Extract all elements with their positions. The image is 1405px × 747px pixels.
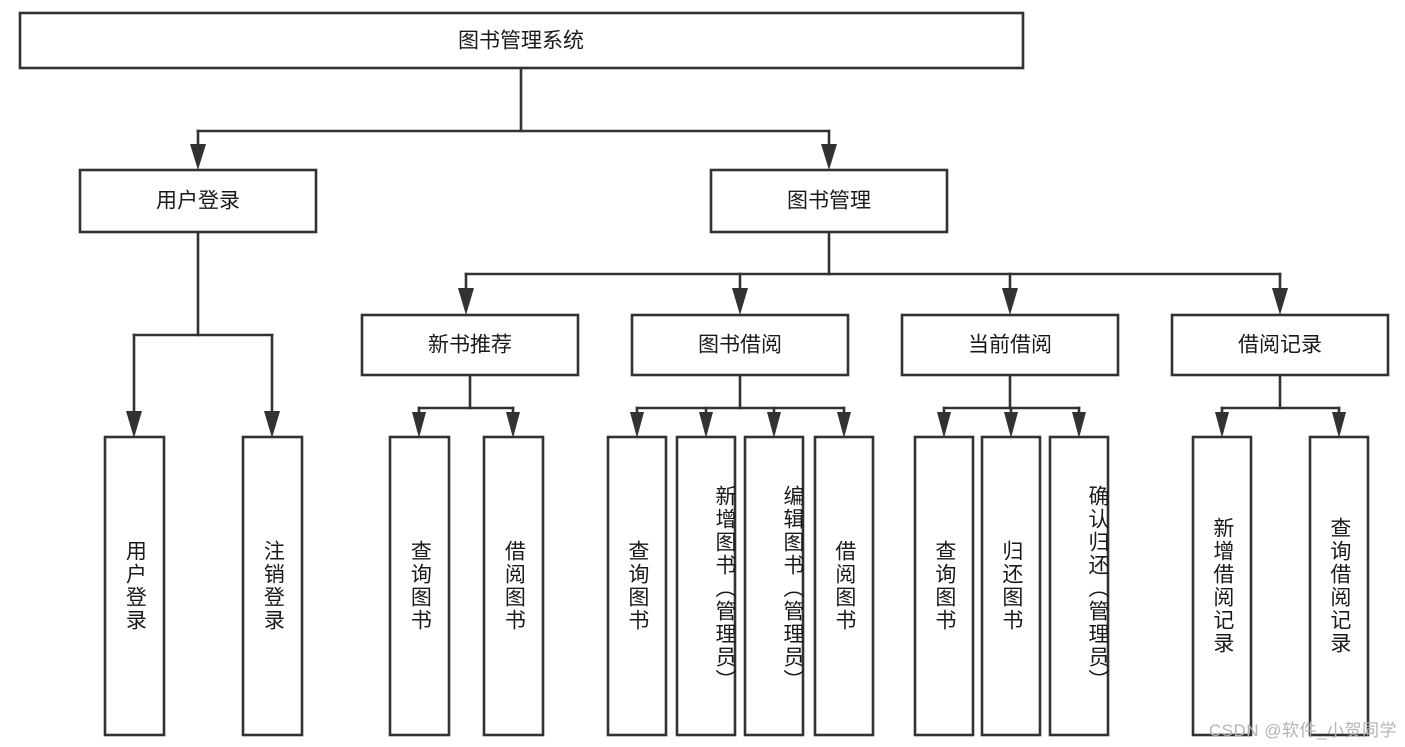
node-leaf-query-book-2-box[interactable] [606,435,668,737]
node-leaf-edit-book-box[interactable] [743,435,805,737]
node-borrow-record-label: 借阅记录 [1238,334,1322,357]
node-current-borrow-label: 当前借阅 [968,334,1052,357]
edge-group-current-borrow [937,373,1086,438]
watermark-text: CSDN @软件_小贺同学 [1208,721,1397,740]
edge-group-root [190,66,837,170]
node-new-book-recommend[interactable]: 新书推荐 [360,313,580,377]
arrowhead-borrow-record [1272,288,1288,315]
node-book-manage[interactable]: 图书管理 [709,168,949,234]
node-leaf-borrow-book-1-box[interactable] [482,435,545,737]
node-leaf-query-book-1-box[interactable] [388,435,451,737]
node-leaf-user-login-box[interactable] [103,435,166,737]
edge-group-book-manage [458,230,1288,315]
node-root[interactable]: 图书管理系统 [18,11,1025,70]
edge-group-borrow-record [1215,373,1346,438]
arrowhead-book-manage [821,144,837,170]
arrowhead-leaf-return-book [1004,412,1018,438]
node-user-login[interactable]: 用户登录 [78,168,318,234]
arrowhead-leaf-confirm-return [1072,412,1086,438]
node-root-box[interactable] [18,11,1025,70]
node-new-book-recommend-box[interactable] [360,313,580,377]
node-leaf-query-record-box[interactable] [1308,435,1370,737]
node-leaf-add-book-box[interactable] [675,435,737,737]
arrowhead-leaf-query-book-2 [630,412,644,438]
arrowhead-leaf-borrow-book-1 [506,412,520,438]
arrowhead-user-login [190,144,206,170]
node-root-label: 图书管理系统 [458,30,584,53]
node-borrow-record[interactable]: 借阅记录 [1170,313,1390,377]
node-borrow-record-box[interactable] [1170,313,1390,377]
node-current-borrow[interactable]: 当前借阅 [900,313,1120,377]
node-book-manage-label: 图书管理 [787,190,871,213]
arrowhead-leaf-add-record [1215,412,1229,438]
node-leaf-return-book-box[interactable] [980,435,1042,737]
node-book-borrow[interactable]: 图书借阅 [630,313,850,377]
node-book-manage-box[interactable] [709,168,949,234]
arrowhead-leaf-logout [264,411,280,438]
node-new-book-recommend-label: 新书推荐 [428,334,512,357]
arrowhead-leaf-borrow-book-2 [837,412,851,438]
arrowhead-leaf-query-book-3 [937,412,951,438]
node-book-borrow-box[interactable] [630,313,850,377]
node-user-login-box[interactable] [78,168,318,234]
arrowhead-leaf-edit-book [767,412,781,438]
node-current-borrow-box[interactable] [900,313,1120,377]
arrowhead-leaf-add-book [699,412,713,438]
leaf-boxes [103,435,1370,737]
edge-group-new-book-recommend [412,373,520,438]
node-leaf-logout-box[interactable] [241,435,304,737]
arrowhead-current-borrow [1002,288,1018,315]
node-leaf-borrow-book-2-box[interactable] [813,435,875,737]
arrowhead-book-borrow [732,288,748,315]
arrowhead-leaf-query-book-1 [412,412,426,438]
edge-group-book-borrow [630,373,851,438]
node-leaf-confirm-return-box[interactable] [1048,435,1110,737]
node-user-login-label: 用户登录 [156,190,240,213]
node-leaf-add-record-box[interactable] [1191,435,1253,737]
edge-group-user-login [126,230,280,438]
arrowhead-leaf-user-login [126,411,142,438]
node-leaf-query-book-3-box[interactable] [913,435,975,737]
node-book-borrow-label: 图书借阅 [698,334,782,357]
arrowhead-leaf-query-record [1332,412,1346,438]
arrowhead-new-book-recommend [458,288,474,315]
